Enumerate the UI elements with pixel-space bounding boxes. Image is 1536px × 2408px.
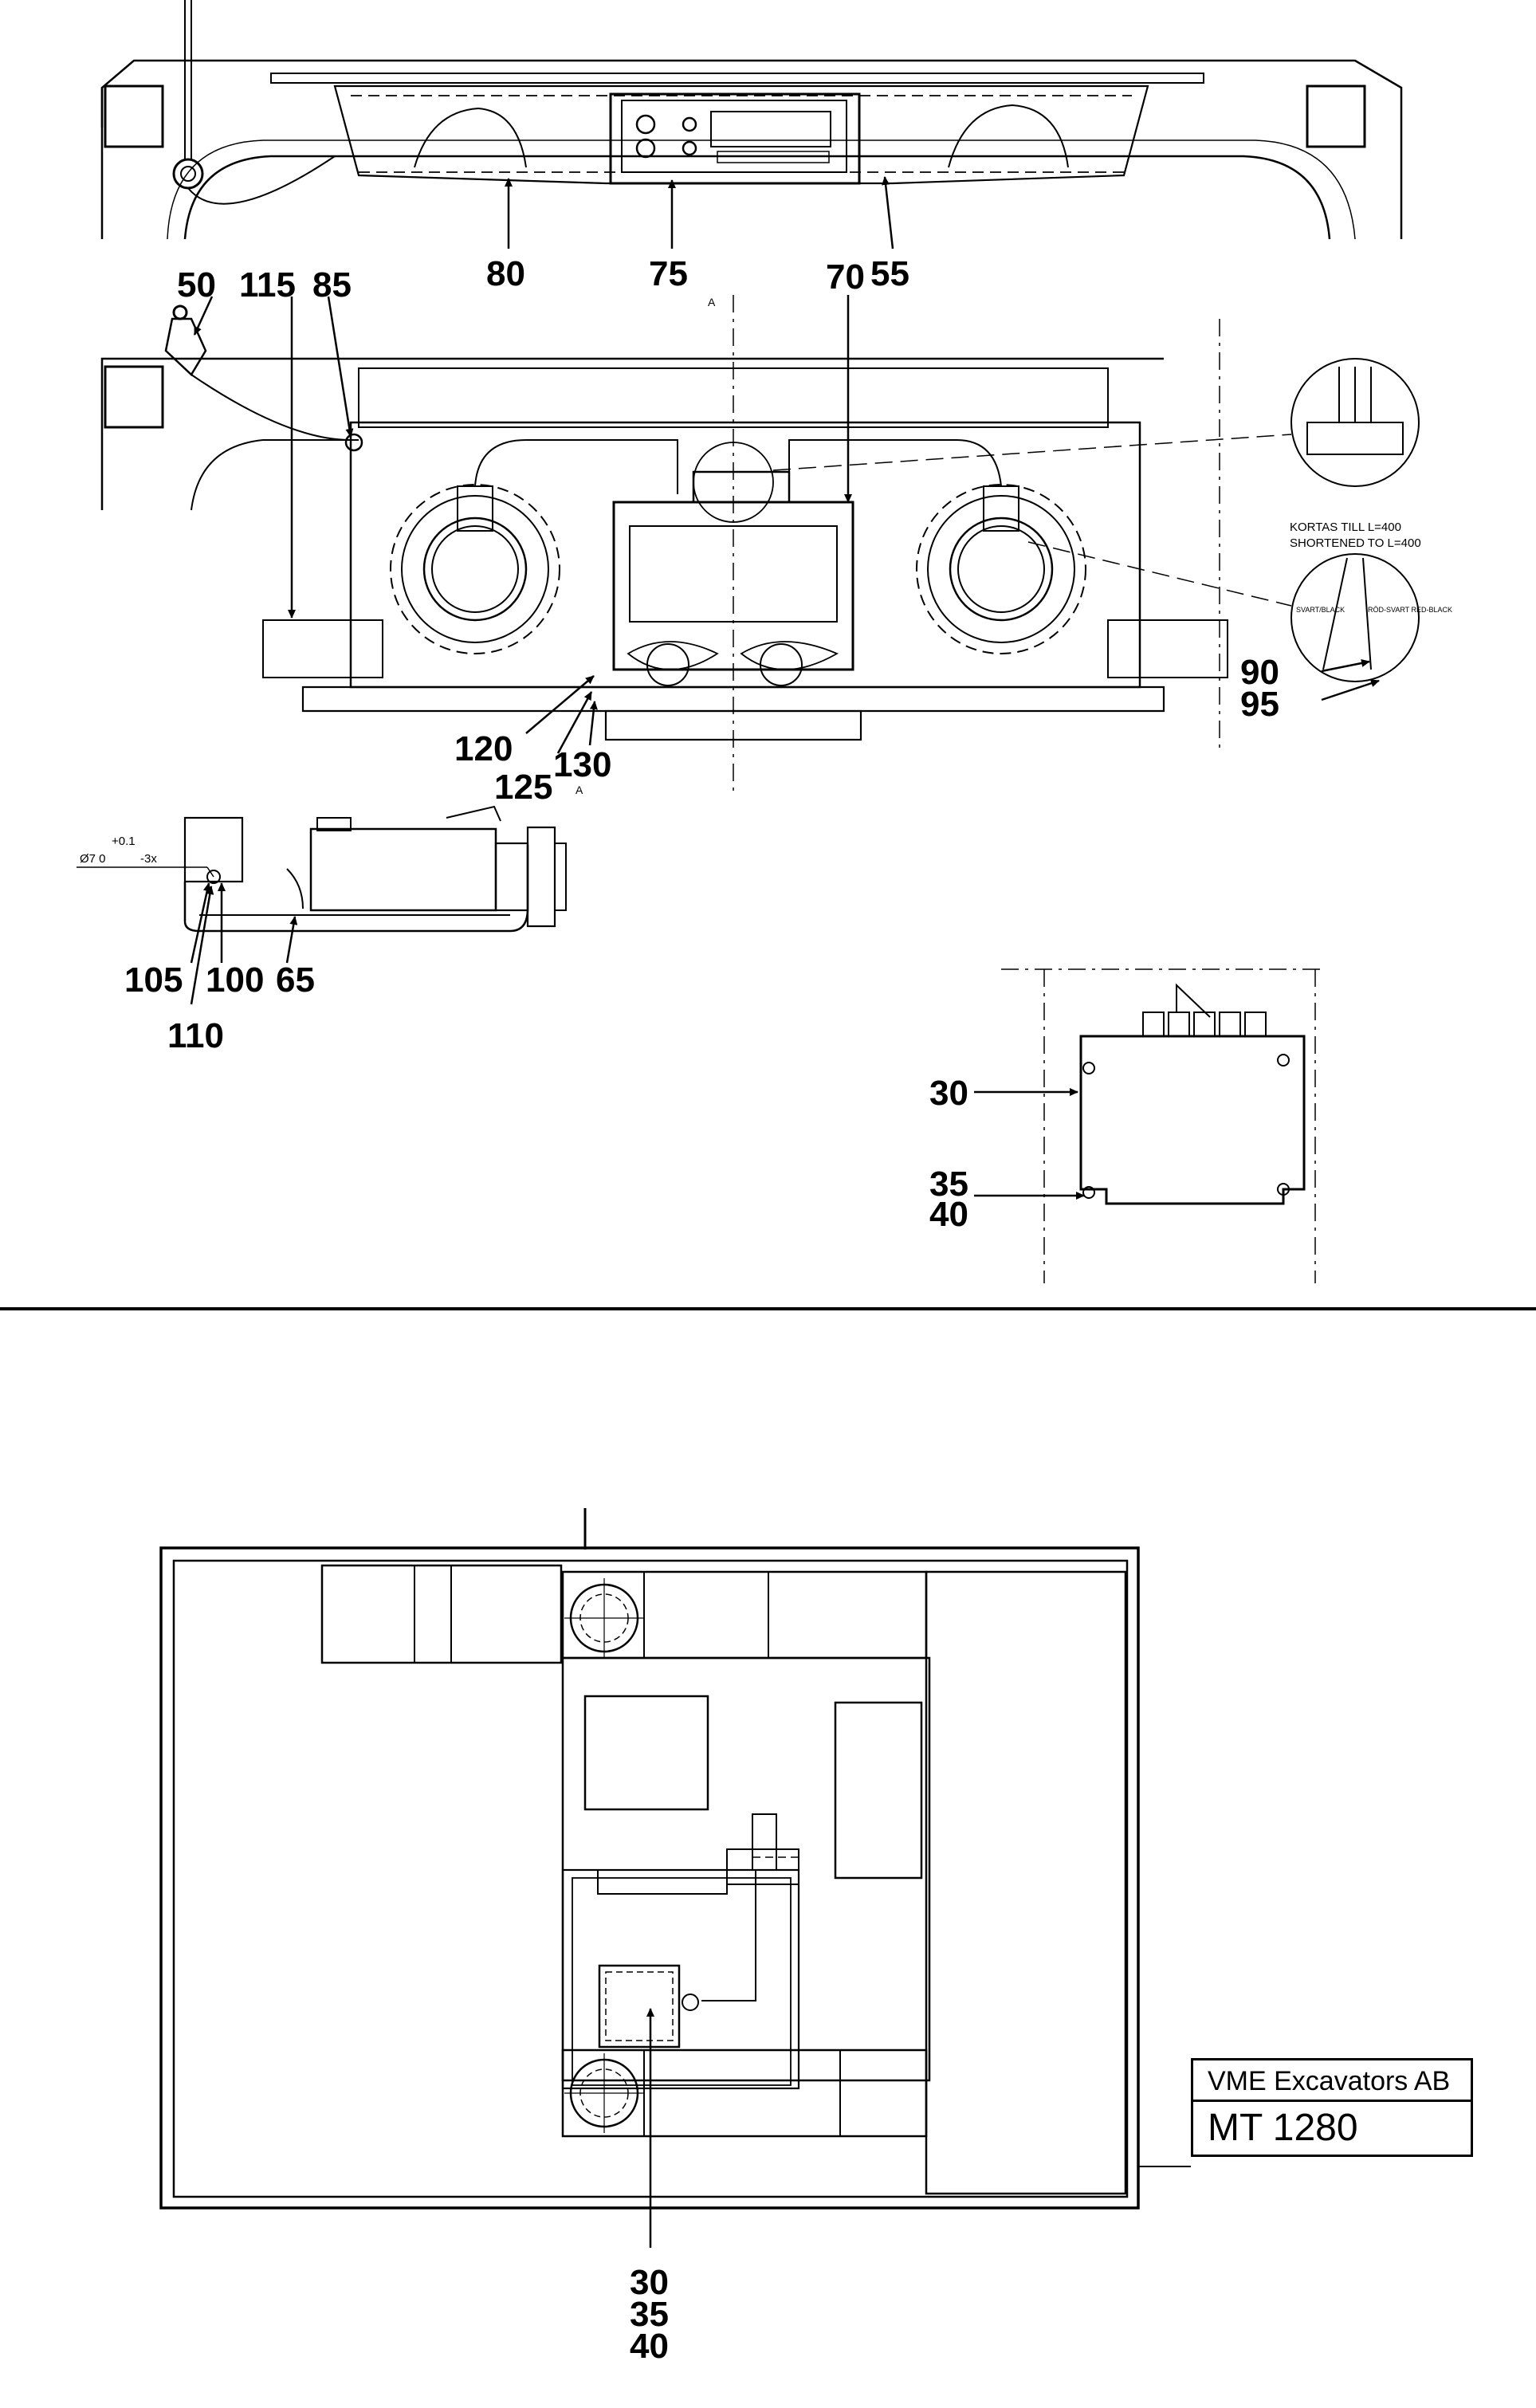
title-block: VME Excavators AB MT 1280 xyxy=(1191,2058,1473,2157)
company-name: VME Excavators AB xyxy=(1193,2060,1471,2102)
dimension-tolerance: +0.1 xyxy=(112,835,136,848)
callout-55: 55 xyxy=(870,254,909,293)
note-kortas: KORTAS TILL L=400 xyxy=(1290,520,1401,534)
section-mark-bottom: A xyxy=(576,784,583,796)
callout-90: 90 xyxy=(1240,653,1279,692)
callout-plan-40: 40 xyxy=(630,2327,669,2366)
callout-120: 120 xyxy=(454,729,513,768)
callout-35: 35 xyxy=(929,1165,968,1204)
callout-100: 100 xyxy=(206,960,264,1000)
roof-console-top-view xyxy=(100,0,1403,240)
callout-50: 50 xyxy=(177,265,216,304)
dimension-diameter: Ø7 0 xyxy=(80,852,106,866)
callout-125: 125 xyxy=(494,768,552,807)
side-section-callout-leaders xyxy=(190,882,298,1005)
dimension-count: -3x xyxy=(140,852,157,866)
callout-40: 40 xyxy=(929,1195,968,1234)
callout-plan-35: 35 xyxy=(630,2295,669,2334)
callout-plan-30: 30 xyxy=(630,2263,669,2302)
callout-75: 75 xyxy=(649,254,688,293)
note-shortened: SHORTENED TO L=400 xyxy=(1290,536,1421,550)
callout-105: 105 xyxy=(124,960,183,1000)
dimension-lines xyxy=(77,866,214,878)
callout-110: 110 xyxy=(167,1016,224,1055)
side-section-view xyxy=(183,805,567,933)
control-box-callout-leaders xyxy=(974,1088,1085,1200)
section-mark-top: A xyxy=(708,296,716,308)
drawing-number: MT 1280 xyxy=(1208,2107,1358,2149)
note-wire-black: SVART/BLACK xyxy=(1296,606,1345,614)
front-view-callout-leaders xyxy=(193,295,1380,754)
callout-70: 70 xyxy=(826,257,865,297)
callout-130: 130 xyxy=(553,745,611,784)
control-box-view xyxy=(1001,968,1322,1283)
top-view-callout-leaders xyxy=(505,176,894,249)
callout-30: 30 xyxy=(929,1074,968,1113)
callout-115: 115 xyxy=(239,265,296,304)
callout-85: 85 xyxy=(312,265,352,304)
roof-console-front-view xyxy=(100,295,1420,797)
note-wire-red-black: RÖD-SVART RED-BLACK xyxy=(1368,606,1452,614)
cab-plan-view xyxy=(159,1508,1191,2210)
callout-80: 80 xyxy=(486,254,525,293)
callout-65: 65 xyxy=(276,960,315,1000)
callout-95: 95 xyxy=(1240,685,1279,724)
